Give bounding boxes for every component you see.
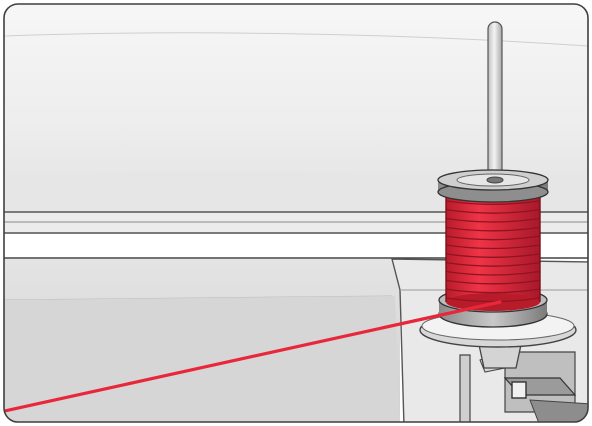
- thread-winding-line: [445, 297, 541, 303]
- thread-winding-lines: [445, 200, 541, 303]
- thread-winding-line: [445, 235, 541, 241]
- thread-winding-line: [445, 244, 541, 250]
- thread-winding-line: [445, 226, 541, 232]
- machine-ledge: [4, 212, 588, 234]
- spool-thread-winding: [445, 190, 541, 311]
- thread-winding-line: [445, 217, 541, 223]
- spool-top-flange: [437, 169, 549, 203]
- thread-winding-line: [445, 253, 541, 258]
- thread-winding-line: [445, 288, 541, 294]
- illustration-frame: [3, 3, 589, 423]
- machine-bed-front: [4, 296, 400, 422]
- thread-strand: [4, 300, 502, 414]
- thread-winding-line: [445, 209, 541, 214]
- thread-winding-line: [445, 279, 541, 285]
- thread-winding-line: [445, 200, 541, 205]
- thread-winding-line: [445, 262, 541, 267]
- thread-winding-line: [445, 270, 541, 276]
- spool-pin: [487, 21, 503, 183]
